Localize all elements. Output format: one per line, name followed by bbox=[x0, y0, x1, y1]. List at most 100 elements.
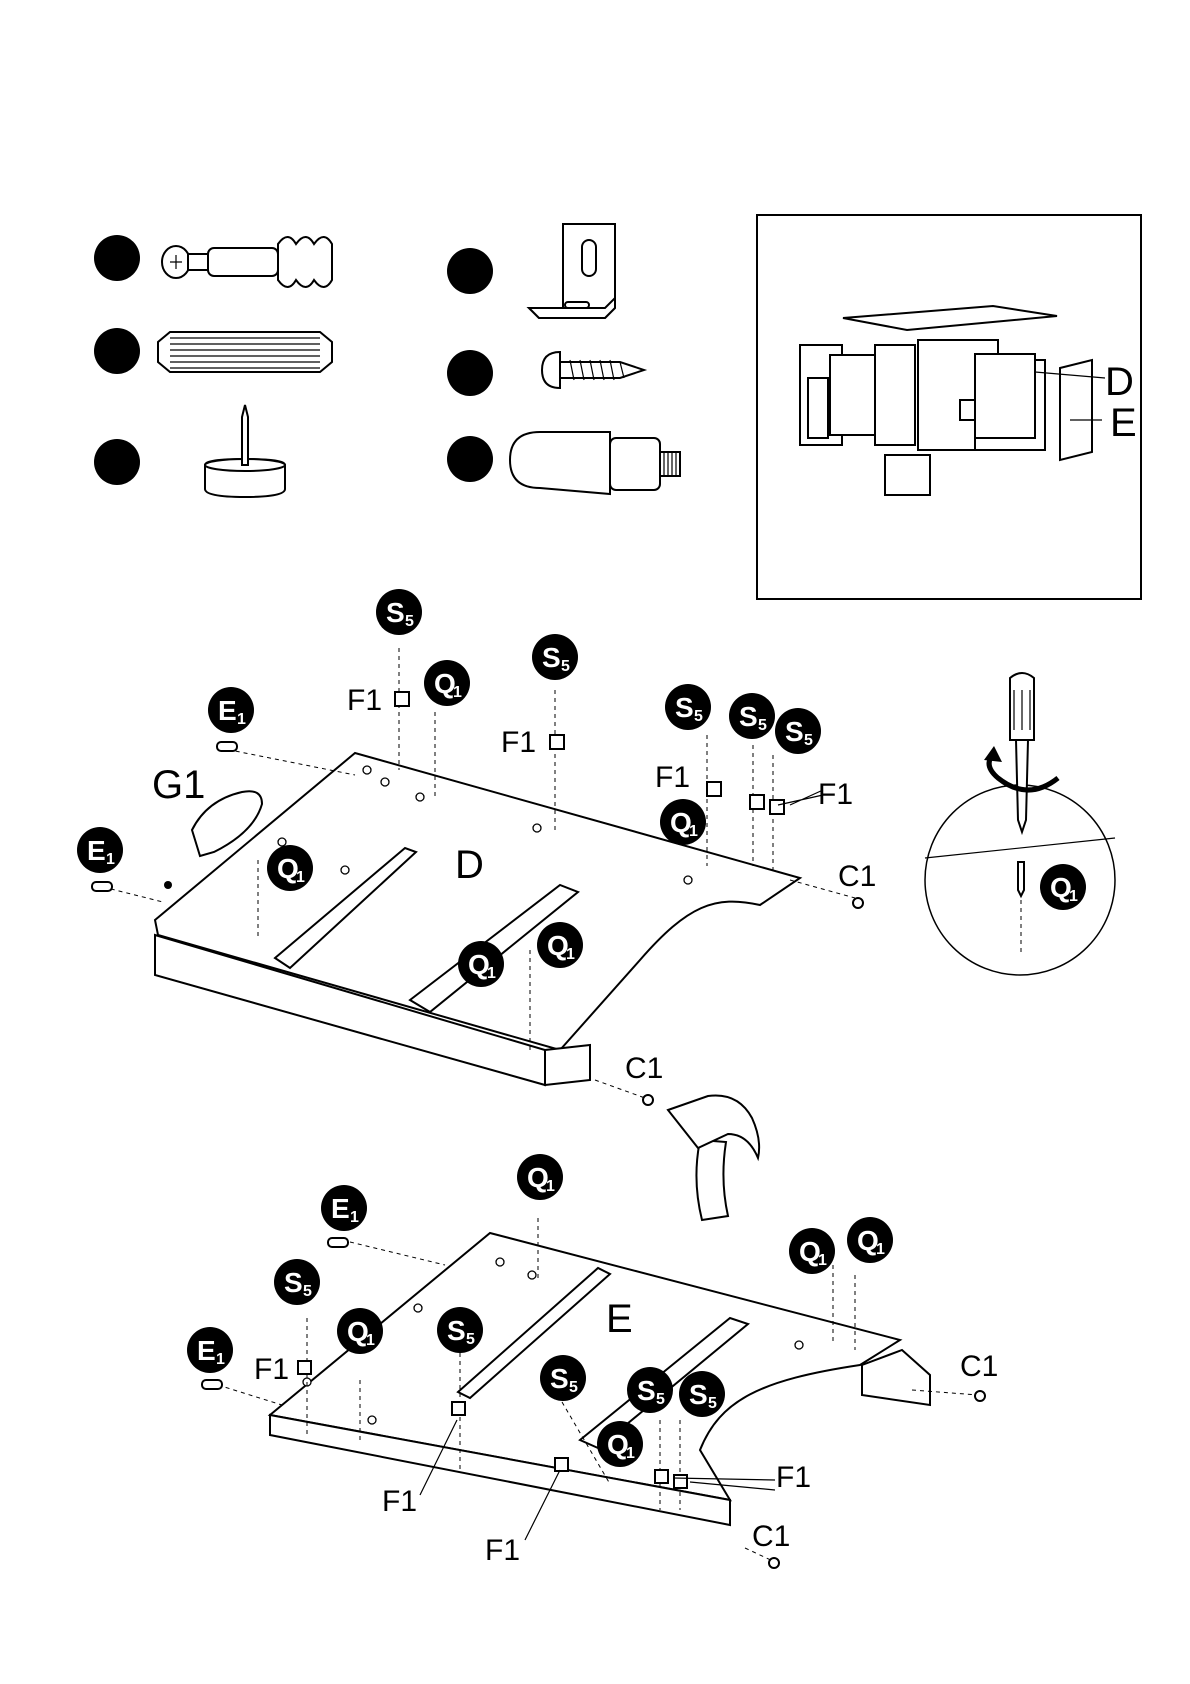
badge-letter: S bbox=[550, 1363, 569, 1394]
bracket-f1-e-b bbox=[452, 1402, 465, 1415]
label-f1-d-4: F1 bbox=[818, 778, 853, 811]
badge-subscript: 5 bbox=[303, 1283, 312, 1300]
cam-c1-e-right bbox=[975, 1391, 985, 1401]
wood-dowel-icon bbox=[158, 332, 332, 372]
badge-subscript: 1 bbox=[237, 711, 246, 728]
badge-subscript: 1 bbox=[876, 1241, 885, 1258]
badge-subscript: 5 bbox=[694, 708, 703, 725]
bracket-f1-e-d bbox=[655, 1470, 668, 1483]
badge-subscript: 1 bbox=[350, 1209, 359, 1226]
dowel-e1-e-top bbox=[328, 1238, 348, 1247]
bracket-f1-a bbox=[395, 692, 409, 706]
panel-d-assembly: S5 S5 S5 S5 S5 Q1 Q1 Q1 Q1 Q1 E1 E1 D G1… bbox=[77, 589, 876, 1105]
badge-letter: E bbox=[331, 1193, 350, 1224]
cam-bolt-icon bbox=[162, 237, 332, 287]
screwdriver-detail: Q1 bbox=[925, 673, 1115, 975]
badge-subscript: 5 bbox=[708, 1395, 717, 1412]
label-c1-e-1: C1 bbox=[960, 1350, 998, 1383]
screw-icon bbox=[542, 352, 644, 388]
badge-subscript: 5 bbox=[656, 1391, 665, 1408]
inset-label-d: D bbox=[1105, 360, 1134, 404]
panel-d-title: D bbox=[455, 843, 484, 887]
label-f1-e-3: F1 bbox=[485, 1534, 520, 1567]
badge-subscript: 1 bbox=[366, 1332, 375, 1349]
dowel-e1-left bbox=[92, 882, 112, 891]
l-bracket-icon bbox=[529, 224, 615, 318]
legend-badge-cam-bolt bbox=[94, 235, 140, 281]
label-c1-e-2: C1 bbox=[752, 1520, 790, 1553]
badge-letter: S bbox=[689, 1379, 708, 1410]
badge-q1-d-4: Q1 bbox=[537, 922, 583, 968]
badge-subscript: 5 bbox=[569, 1379, 578, 1396]
badge-q1-e-3: Q1 bbox=[847, 1217, 893, 1263]
badge-e1-d-2: E1 bbox=[77, 827, 123, 873]
badge-letter: S bbox=[284, 1267, 303, 1298]
label-f1-e-2: F1 bbox=[382, 1485, 417, 1518]
badge-letter: S bbox=[785, 716, 804, 747]
badge-letter: S bbox=[542, 642, 561, 673]
badge-letter: E bbox=[87, 835, 106, 866]
badge-subscript: 1 bbox=[487, 965, 496, 982]
panel-e-title: E bbox=[606, 1297, 633, 1341]
badge-subscript: 1 bbox=[566, 946, 575, 963]
badge-s5-e-5: S5 bbox=[679, 1371, 725, 1417]
badge-letter: S bbox=[637, 1375, 656, 1406]
badge-subscript: 1 bbox=[296, 869, 305, 886]
bracket-f1-d bbox=[750, 795, 764, 809]
badge-letter: S bbox=[386, 597, 405, 628]
badge-subscript: 1 bbox=[453, 684, 462, 701]
badge-q1-e-5: Q1 bbox=[597, 1421, 643, 1467]
legend-badge-screw bbox=[447, 350, 493, 396]
panel-d-foot bbox=[545, 1045, 590, 1085]
label-f1-d-2: F1 bbox=[501, 726, 536, 759]
cam-c1-right bbox=[853, 898, 863, 908]
exploded-view-inset: D E bbox=[757, 215, 1141, 599]
badge-subscript: 5 bbox=[804, 732, 813, 749]
bracket-f1-e bbox=[770, 800, 784, 814]
label-f1-d-3: F1 bbox=[655, 761, 690, 794]
glue-drop bbox=[164, 881, 172, 889]
bracket-f1-e-e bbox=[674, 1475, 687, 1488]
badge-letter: S bbox=[739, 701, 758, 732]
parts-legend bbox=[94, 224, 680, 497]
badge-subscript: 1 bbox=[818, 1252, 827, 1269]
badge-subscript: 1 bbox=[106, 851, 115, 868]
dowel-e1-e-left bbox=[202, 1380, 222, 1389]
cam-c1-bottom bbox=[643, 1095, 653, 1105]
label-f1-e-1: F1 bbox=[254, 1353, 289, 1386]
label-c1-d-2: C1 bbox=[625, 1052, 663, 1085]
label-f1-e-4: F1 bbox=[776, 1461, 811, 1494]
bracket-f1-e-a bbox=[298, 1361, 311, 1374]
hammer-icon bbox=[668, 1095, 759, 1220]
badge-subscript: 1 bbox=[689, 823, 698, 840]
bracket-f1-c bbox=[707, 782, 721, 796]
badge-subscript: 5 bbox=[466, 1331, 475, 1348]
bracket-f1-b bbox=[550, 735, 564, 749]
glue-bottle-icon bbox=[510, 432, 680, 494]
badge-letter: E bbox=[218, 695, 237, 726]
panel-e-assembly: Q1 Q1 Q1 Q1 Q1 S5 S5 S5 S5 S5 E1 E1 E F1… bbox=[187, 1154, 998, 1568]
badge-q1-d-3: Q1 bbox=[267, 845, 313, 891]
nail-glide-icon bbox=[205, 405, 285, 497]
badge-letter: E bbox=[197, 1335, 216, 1366]
glue-label-g1: G1 bbox=[152, 763, 205, 807]
badge-subscript: 1 bbox=[216, 1351, 225, 1368]
badge-s5-e-4: S5 bbox=[627, 1367, 673, 1413]
label-f1-d-1: F1 bbox=[347, 684, 382, 717]
badge-subscript: 5 bbox=[758, 717, 767, 734]
legend-badge-dowel bbox=[94, 328, 140, 374]
badge-q1-e-2: Q1 bbox=[789, 1228, 835, 1274]
legend-badge-glue bbox=[447, 436, 493, 482]
badge-q1-d-2: Q1 bbox=[660, 799, 706, 845]
dowel-e1-top bbox=[217, 742, 237, 751]
badge-subscript: 5 bbox=[405, 613, 414, 630]
